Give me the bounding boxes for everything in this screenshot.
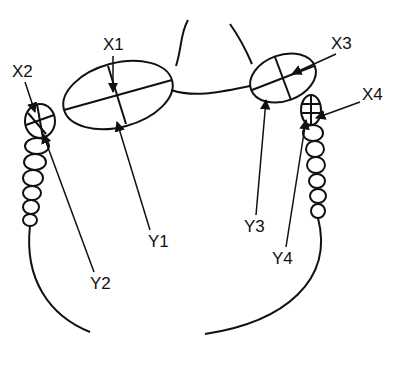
callout-label: Y3 [244, 218, 265, 235]
leader-lines [25, 54, 360, 272]
callout-label: Y1 [148, 233, 169, 250]
callout-label: X3 [331, 35, 352, 52]
callout-label: X2 [12, 63, 33, 80]
callout-label: Y2 [90, 275, 111, 292]
callout-label: X1 [103, 36, 124, 53]
callout-label: X4 [362, 86, 383, 103]
callout-label: Y4 [272, 250, 293, 267]
